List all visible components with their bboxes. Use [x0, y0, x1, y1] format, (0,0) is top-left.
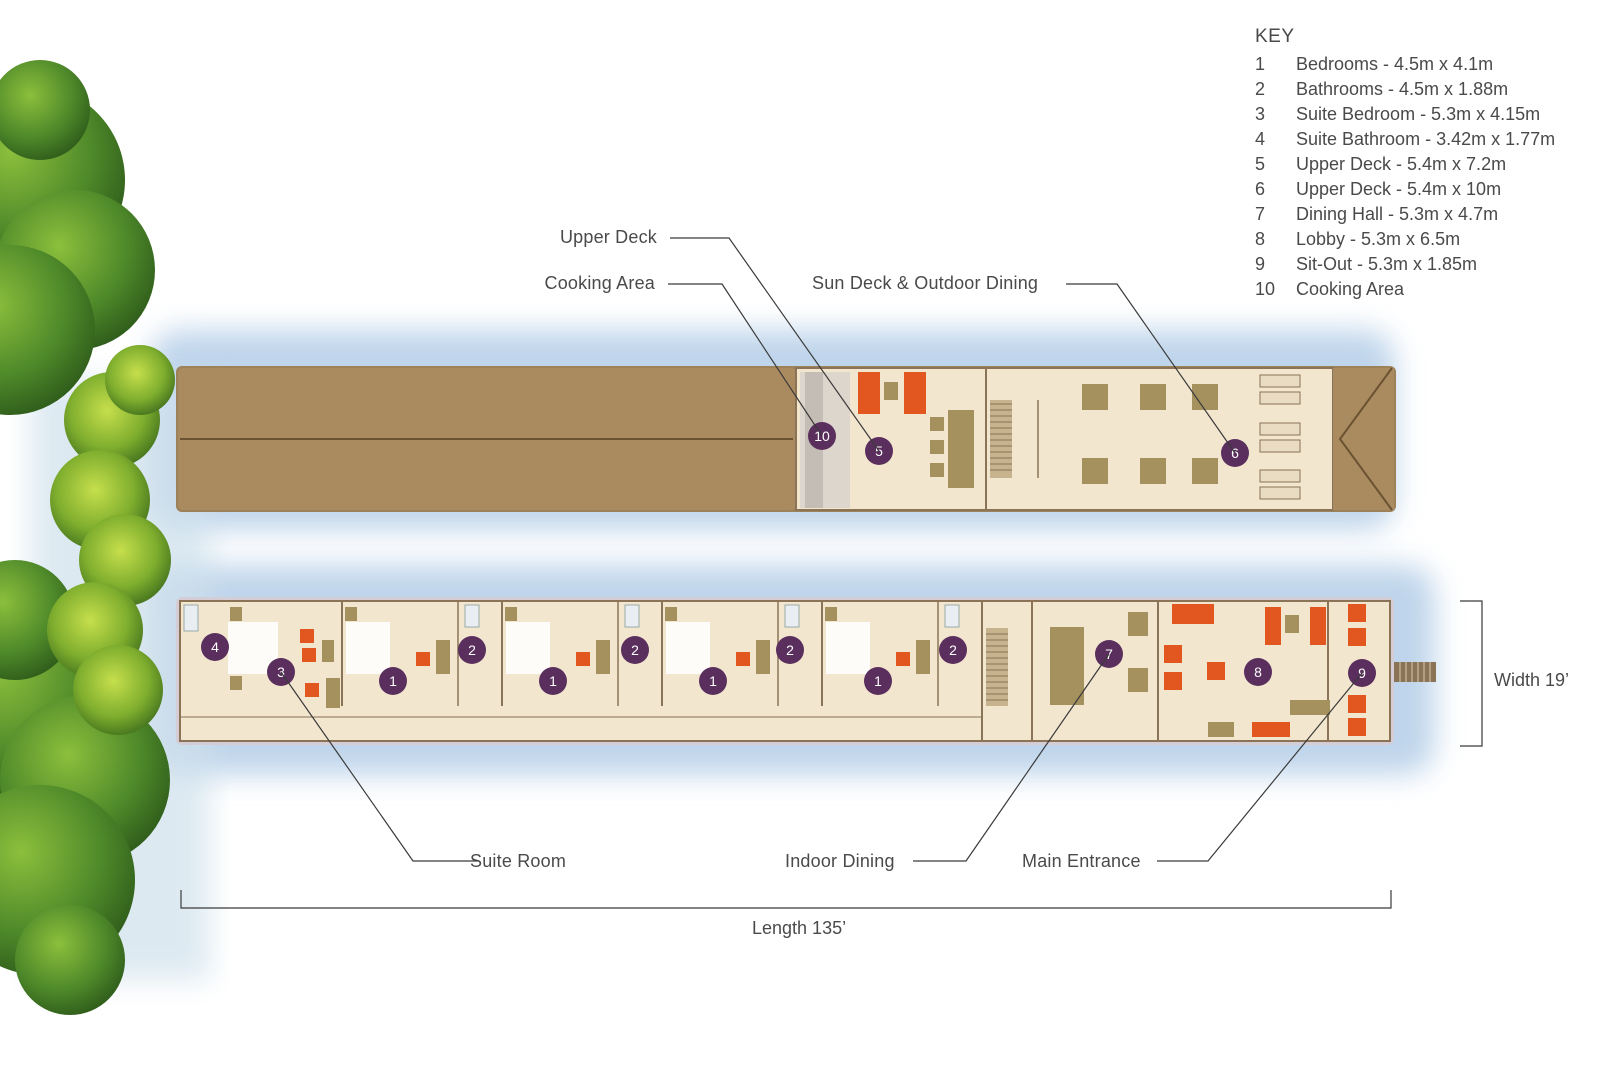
svg-text:10: 10: [814, 428, 830, 444]
badge-bathroom: 2: [458, 636, 486, 664]
key-item-number: 5: [1255, 154, 1266, 174]
svg-text:4: 4: [211, 639, 219, 655]
callout-suite-room: Suite Room: [470, 851, 567, 871]
width-label: Width 19’: [1494, 670, 1570, 690]
key-item-text: Bedrooms - 4.5m x 4.1m: [1296, 54, 1494, 74]
key-item: 7 Dining Hall - 5.3m x 4.7m: [1255, 202, 1555, 227]
svg-text:2: 2: [949, 642, 957, 658]
key-item: 9 Sit-Out - 5.3m x 1.85m: [1255, 252, 1555, 277]
key-item-number: 4: [1255, 129, 1266, 149]
callout-sun-deck: Sun Deck & Outdoor Dining: [812, 273, 1039, 293]
key-item-text: Lobby - 5.3m x 6.5m: [1296, 229, 1461, 249]
svg-text:1: 1: [709, 673, 717, 689]
key-item-number: 8: [1255, 229, 1266, 249]
badge-suite-bathroom: 4: [201, 633, 229, 661]
trees: [0, 60, 175, 1015]
svg-text:8: 8: [1254, 664, 1262, 680]
key-item-number: 6: [1255, 179, 1266, 199]
callout-upper-deck: Upper Deck: [559, 227, 657, 247]
key-item-text: Bathrooms - 4.5m x 1.88m: [1296, 79, 1509, 99]
key-item: 5 Upper Deck - 5.4m x 7.2m: [1255, 152, 1555, 177]
key-item-number: 1: [1255, 54, 1266, 74]
lower-deck: [176, 597, 1436, 745]
key-item: 10 Cooking Area: [1255, 277, 1555, 302]
svg-text:6: 6: [1231, 445, 1239, 461]
badge-lobby: 8: [1244, 658, 1272, 686]
key-item-text: Cooking Area: [1296, 279, 1405, 299]
key-item-number: 9: [1255, 254, 1266, 274]
key-item-number: 7: [1255, 204, 1266, 224]
key-item-text: Dining Hall - 5.3m x 4.7m: [1296, 204, 1499, 224]
badge-bedroom: 1: [379, 667, 407, 695]
key-item-number: 2: [1255, 79, 1266, 99]
svg-text:7: 7: [1105, 646, 1113, 662]
badge-bathroom: 2: [939, 636, 967, 664]
dimension-brackets: [180, 600, 1483, 909]
key-item: 3 Suite Bedroom - 5.3m x 4.15m: [1255, 102, 1555, 127]
key-item: 4 Suite Bathroom - 3.42m x 1.77m: [1255, 127, 1555, 152]
badge-bedroom: 1: [539, 667, 567, 695]
callout-indoor-dining: Indoor Dining: [785, 851, 895, 871]
callout-cooking-area: Cooking Area: [544, 273, 655, 293]
badge-bathroom: 2: [776, 636, 804, 664]
svg-text:2: 2: [631, 642, 639, 658]
upper-stairs: [990, 400, 1039, 478]
key-item: 2 Bathrooms - 4.5m x 1.88m: [1255, 77, 1555, 102]
upper-deck: [176, 366, 1396, 512]
key-item-text: Suite Bathroom - 3.42m x 1.77m: [1296, 129, 1556, 149]
badge-bedroom: 1: [699, 667, 727, 695]
callout-main-entrance: Main Entrance: [1022, 851, 1141, 871]
key-legend: KEY 1 Bedrooms - 4.5m x 4.1m 2 Bathrooms -…: [1255, 26, 1555, 302]
badge-bedroom: 1: [864, 667, 892, 695]
svg-text:9: 9: [1358, 665, 1366, 681]
svg-text:1: 1: [549, 673, 557, 689]
length-label: Length 135’: [752, 918, 847, 938]
svg-text:1: 1: [389, 673, 397, 689]
key-title: KEY: [1255, 26, 1295, 47]
key-item: 8 Lobby - 5.3m x 6.5m: [1255, 227, 1555, 252]
key-item-number: 10: [1255, 279, 1276, 299]
svg-text:2: 2: [786, 642, 794, 658]
key-item-text: Sit-Out - 5.3m x 1.85m: [1296, 254, 1478, 274]
key-item-text: Upper Deck - 5.4m x 10m: [1296, 179, 1502, 199]
svg-text:1: 1: [874, 673, 882, 689]
key-item: 6 Upper Deck - 5.4m x 10m: [1255, 177, 1555, 202]
svg-text:5: 5: [875, 443, 883, 459]
leader-lines: [280, 237, 1363, 862]
key-item-text: Upper Deck - 5.4m x 7.2m: [1296, 154, 1507, 174]
key-item: 1 Bedrooms - 4.5m x 4.1m: [1255, 52, 1555, 77]
key-item-text: Suite Bedroom - 5.3m x 4.15m: [1296, 104, 1541, 124]
key-item-number: 3: [1255, 104, 1266, 124]
badge-bathroom: 2: [621, 636, 649, 664]
svg-text:2: 2: [468, 642, 476, 658]
